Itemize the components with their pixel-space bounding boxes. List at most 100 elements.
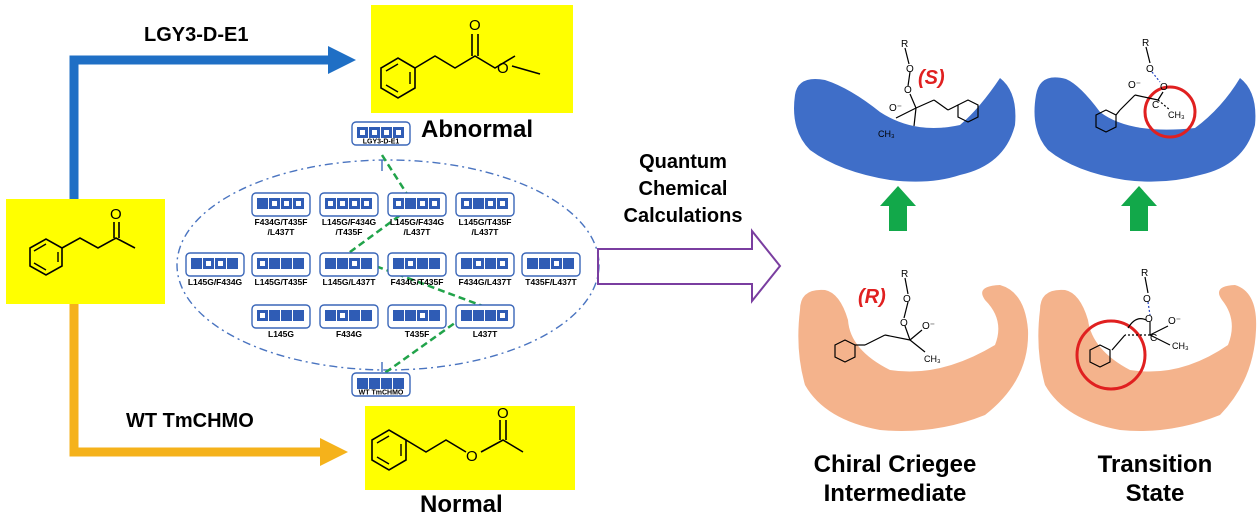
mutation-site-dot <box>218 261 223 266</box>
mutation-site-square <box>293 310 304 321</box>
mutant-node-label: T435F/L437T <box>525 277 577 287</box>
mutation-site-dot <box>396 201 401 206</box>
mutation-site-dot <box>488 201 493 206</box>
mutation-site-square <box>429 310 440 321</box>
mutation-site-dot <box>476 261 481 266</box>
mutation-site-square <box>485 258 496 269</box>
mutation-site-dot <box>296 201 301 206</box>
mutant-node: L145G/F434G/T435F <box>319 192 379 237</box>
atom-methyl: CH₃ <box>1168 110 1185 120</box>
mutant-node: T435F <box>387 304 447 339</box>
molecule-r-intermediate <box>834 277 926 363</box>
molecule-transition-top <box>1095 46 1171 133</box>
mutant-node: L145G/T435F <box>251 252 311 287</box>
mutant-node-label: /L437T <box>404 227 432 237</box>
mutation-site-dot <box>420 201 425 206</box>
mutation-site-square <box>227 258 238 269</box>
mutation-site-square <box>405 310 416 321</box>
mutation-site-dot <box>554 261 559 266</box>
mutant-node-label: L145G <box>268 329 294 339</box>
mutation-site-square <box>429 258 440 269</box>
mutant-node: L437T <box>455 304 515 339</box>
mutation-site-dot <box>260 261 265 266</box>
mutant-node: L145G/F434G <box>185 252 245 287</box>
mutation-site-square <box>325 258 336 269</box>
mutation-site-square <box>349 310 360 321</box>
mutation-site-dot <box>364 201 369 206</box>
highlight-circle-phenyl <box>1075 319 1147 391</box>
mutant-node-label: /L437T <box>472 227 500 237</box>
mutation-site-dot <box>260 313 265 318</box>
mutant-node-label: L437T <box>473 329 498 339</box>
abnormal-product-ester: O O <box>371 5 573 113</box>
molecule-s-intermediate <box>895 47 979 127</box>
mutation-site-dot <box>372 130 377 135</box>
caption-criegee-line2: Intermediate <box>823 480 967 507</box>
atom-oxygen: O <box>1145 314 1153 325</box>
mutant-node: L145G/T435F/L437T <box>455 192 515 237</box>
mutant-node: F434G/T435F/L437T <box>251 192 311 237</box>
green-up-arrow-left <box>880 186 916 231</box>
mutation-site-dot <box>500 261 505 266</box>
substrate-ketone: O <box>6 199 165 304</box>
mutant-node-label: /L437T <box>268 227 296 237</box>
atom-r: R <box>901 269 908 280</box>
mutation-site-square <box>393 310 404 321</box>
mutation-site-square <box>563 258 574 269</box>
atom-oxygen: O <box>469 17 481 34</box>
mutation-site-square <box>269 258 280 269</box>
mutant-node-label: /T435F <box>336 227 363 237</box>
atom-oxygen: O <box>110 206 122 223</box>
mutation-site-square <box>191 258 202 269</box>
stereo-label-r: (R) <box>858 286 886 308</box>
molecule-transition-bottom <box>1089 276 1171 368</box>
mutant-node: LGY3-D-E1 <box>351 121 411 146</box>
mutant-node-label: L145G/F434G <box>390 217 445 227</box>
mutation-site-dot <box>206 261 211 266</box>
atom-oxygen: O <box>466 448 478 465</box>
mutant-node: L145G/L437T <box>319 252 379 287</box>
mutant-node: F434G <box>319 304 379 339</box>
mutation-site-square <box>381 378 392 389</box>
mutant-node-label: L145G/T435F <box>255 277 308 287</box>
mutation-site-dot <box>420 313 425 318</box>
mutation-site-square <box>325 310 336 321</box>
mutant-node: WT TmCHMO <box>351 372 411 397</box>
mutation-site-dot <box>272 201 277 206</box>
mutation-site-square <box>337 258 348 269</box>
atom-r: R <box>1142 38 1149 49</box>
atom-oxygen: O <box>1160 82 1168 93</box>
blue-pathway-arrow <box>69 46 356 200</box>
highlight-circle-methyl <box>1143 85 1197 139</box>
normal-product-ester: O O <box>365 405 575 490</box>
atom-oxygen: O <box>1146 64 1154 75</box>
mutation-site-dot <box>384 130 389 135</box>
label-top-enzyme: LGY3-D-E1 <box>144 24 249 46</box>
atom-methyl: CH₃ <box>1172 341 1189 351</box>
mutation-site-square <box>461 258 472 269</box>
enzyme-pocket-blue-left <box>794 78 1016 182</box>
atom-r: R <box>1141 268 1148 279</box>
label-bottom-enzyme: WT TmCHMO <box>126 410 254 432</box>
mutation-site-dot <box>284 201 289 206</box>
mutation-site-dot <box>500 313 505 318</box>
mutation-site-square <box>293 258 304 269</box>
mutation-site-square <box>473 198 484 209</box>
mutation-site-square <box>405 198 416 209</box>
atom-oxygen: O <box>497 60 509 77</box>
mutant-node-label: F434G <box>336 329 362 339</box>
atom-oxygen: O <box>903 294 911 305</box>
green-up-arrow-right <box>1121 186 1157 231</box>
atom-oxygen-minus: O⁻ <box>1168 316 1181 327</box>
atom-oxygen: O <box>1143 294 1151 305</box>
mutation-site-dot <box>340 201 345 206</box>
mutant-node-label: L145G/L437T <box>323 277 377 287</box>
caption-transition-line1: Transition <box>1097 451 1213 478</box>
mutation-site-square <box>485 310 496 321</box>
caption-transition: Transition State <box>1070 450 1240 508</box>
mutation-site-square <box>257 198 268 209</box>
atom-carbon: C <box>1152 100 1159 111</box>
mutant-node: F434G/T435F <box>387 252 447 287</box>
mutation-site-square <box>527 258 538 269</box>
atom-methyl: CH₃ <box>878 129 895 139</box>
